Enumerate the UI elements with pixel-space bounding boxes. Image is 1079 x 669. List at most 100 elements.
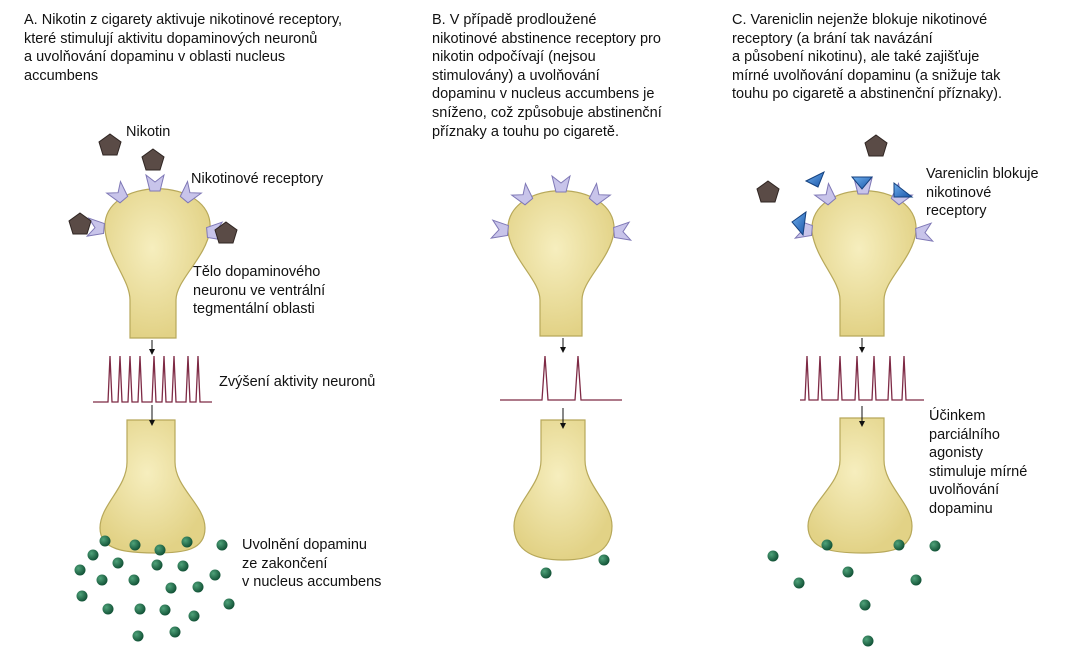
nicotine-icon xyxy=(214,221,238,244)
label-nicotine: Nikotin xyxy=(126,123,170,142)
panel-b xyxy=(489,174,633,579)
dopamine-icon xyxy=(859,599,871,611)
label-release: Uvolnění dopaminu ze zakončení v nucleus… xyxy=(242,536,381,592)
dopamine-icon xyxy=(129,539,141,551)
dopamine-icon xyxy=(165,582,177,594)
nicotine-icon xyxy=(141,148,165,171)
spike-trace-a xyxy=(93,355,212,403)
label-nicotine-text: Nikotin xyxy=(126,124,171,140)
label-release-line: ze zakončení xyxy=(242,555,328,572)
dopamine-icon xyxy=(102,603,114,615)
label-partial-line: Účinkem xyxy=(929,408,986,424)
caption-a-line: A. Nikotin z cigarety aktivuje nikotinov… xyxy=(24,12,343,28)
dopamine-icon xyxy=(893,539,905,551)
dopamine-icon xyxy=(154,544,166,556)
label-receptors: Nikotinové receptory xyxy=(191,170,323,189)
label-varenicline-blocks: Vareniclin blokuje nikotinové receptory xyxy=(926,165,1039,221)
caption-c: C. Vareniclin nejenže blokuje nikotinové… xyxy=(732,11,1002,104)
receptor-icon xyxy=(813,182,837,206)
caption-b-line: sníženo, což způsobuje abstinenční xyxy=(432,104,662,121)
dopamine-icon xyxy=(793,577,805,589)
label-varenicline-line: receptory xyxy=(926,203,987,220)
label-neuron-body-line: Tělo dopaminového xyxy=(193,264,321,280)
caption-c-line: receptory (a brání tak navázání xyxy=(732,30,933,47)
label-partial-line: agonisty xyxy=(929,445,984,462)
caption-b-line: B. V případě prodloužené xyxy=(432,12,597,28)
neuron-terminal-b xyxy=(513,419,613,561)
caption-c-line: touhu po cigaretě a abstinenční příznaky… xyxy=(732,86,1003,103)
caption-b-line: příznaky a touhu po cigaretě. xyxy=(432,123,620,140)
neuron-terminal-c xyxy=(807,417,913,554)
dopamine-icon xyxy=(169,626,181,638)
receptor-icon xyxy=(613,221,633,241)
dopamine-icon xyxy=(87,549,99,561)
receptor-icon xyxy=(551,174,571,193)
dopamine-icon xyxy=(74,564,86,576)
caption-a-line: accumbens xyxy=(24,67,99,84)
dopamine-icon xyxy=(112,557,124,569)
nicotine-icon xyxy=(756,180,780,203)
receptor-icon xyxy=(145,173,165,192)
dopamine-icon xyxy=(862,635,874,647)
neuron-body-b xyxy=(507,190,615,337)
label-varenicline-line: Vareniclin blokuje xyxy=(926,166,1039,182)
caption-c-line: C. Vareniclin nejenže blokuje nikotinové xyxy=(732,12,988,28)
nicotine-icon xyxy=(98,133,122,156)
dopamine-icon xyxy=(181,536,193,548)
label-partial-agonist: Účinkem parciálního agonisty stimuluje m… xyxy=(929,407,1027,519)
label-release-line: v nucleus accumbens xyxy=(242,574,382,591)
label-neuron-body-line: neuronu ve ventrální xyxy=(193,282,326,299)
label-partial-line: uvolňování xyxy=(929,482,1000,499)
caption-b-line: nikotin odpočívají (nejsou xyxy=(432,49,596,66)
neuron-body-c xyxy=(811,190,917,337)
receptor-icon xyxy=(489,219,509,239)
label-activity-text: Zvýšení aktivity neuronů xyxy=(219,374,376,390)
dopamine-icon xyxy=(99,535,111,547)
dopamine-icon xyxy=(767,550,779,562)
varenicline-icon xyxy=(850,176,874,190)
dopamine-icon xyxy=(842,566,854,578)
spike-trace-c xyxy=(800,355,924,401)
panel-a xyxy=(68,133,238,642)
caption-a-line: které stimulují aktivitu dopaminových ne… xyxy=(24,30,318,47)
label-neuron-body: Tělo dopaminového neuronu ve ventrální t… xyxy=(193,263,325,319)
label-partial-line: dopaminu xyxy=(929,500,993,517)
label-partial-line: stimuluje mírné xyxy=(929,463,1028,480)
dopamine-icon xyxy=(929,540,941,552)
dopamine-icon xyxy=(598,554,610,566)
dopamine-icon xyxy=(177,560,189,572)
dopamine-icon xyxy=(96,574,108,586)
label-neuron-body-line: tegmentální oblasti xyxy=(193,301,315,318)
dopamine-icon xyxy=(159,604,171,616)
receptor-icon xyxy=(85,217,105,237)
spike-trace-b xyxy=(500,355,622,401)
caption-b-line: nikotinové abstinence receptory pro xyxy=(432,30,661,47)
varenicline-icon xyxy=(791,210,807,237)
nicotine-icon xyxy=(68,212,92,235)
dopamine-icon xyxy=(192,581,204,593)
dopamine-icon xyxy=(223,598,235,610)
receptor-icon xyxy=(915,222,935,242)
label-activity: Zvýšení aktivity neuronů xyxy=(219,373,375,392)
caption-b-line: dopaminu v nucleus accumbens je xyxy=(432,86,655,103)
caption-a: A. Nikotin z cigarety aktivuje nikotinov… xyxy=(24,11,342,85)
panel-c xyxy=(756,134,941,647)
dopamine-icon xyxy=(76,590,88,602)
dopamine-icon xyxy=(151,559,163,571)
label-receptors-text: Nikotinové receptory xyxy=(191,171,324,187)
receptor-icon xyxy=(179,180,203,204)
receptor-icon xyxy=(588,182,612,206)
dopamine-icon xyxy=(188,610,200,622)
dopamine-icon xyxy=(821,539,833,551)
caption-a-line: a uvolňování dopaminu v oblasti nucleus xyxy=(24,49,286,66)
dopamine-icon xyxy=(132,630,144,642)
caption-c-line: mírné uvolňování dopaminu (a snižuje tak xyxy=(732,67,1001,84)
caption-c-line: a působení nikotinu), ale také zajišťuje xyxy=(732,49,980,66)
label-partial-line: parciálního xyxy=(929,426,1000,443)
label-varenicline-line: nikotinové xyxy=(926,184,992,201)
dopamine-cloud-a xyxy=(74,535,235,642)
label-release-line: Uvolnění dopaminu xyxy=(242,537,367,553)
dopamine-icon xyxy=(209,569,221,581)
dopamine-icon xyxy=(134,603,146,615)
